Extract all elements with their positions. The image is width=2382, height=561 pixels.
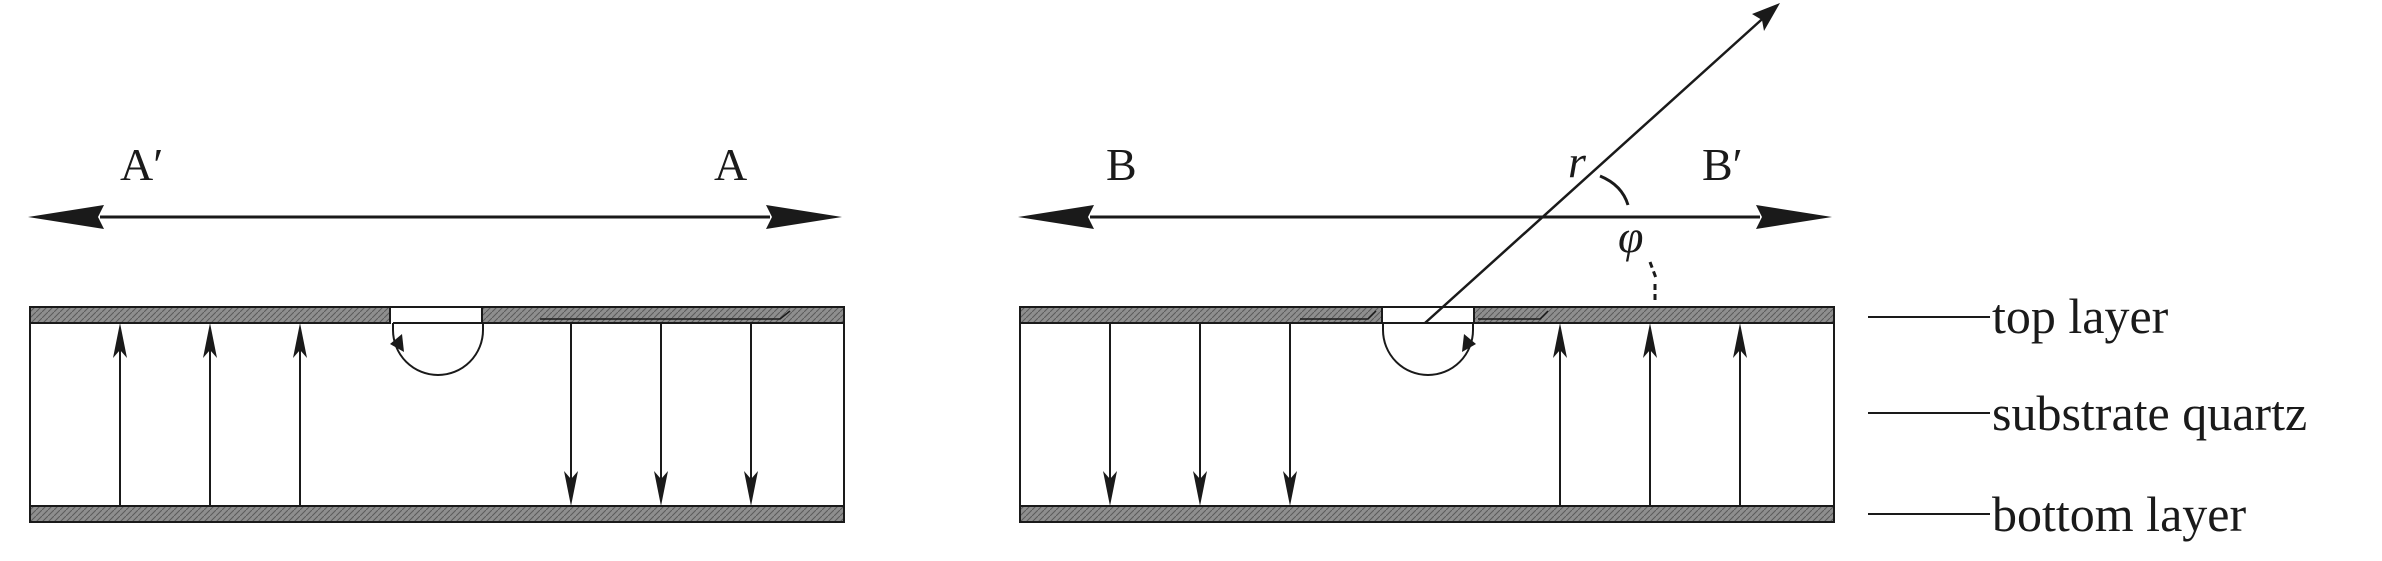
radius-symbol: r (1568, 136, 1587, 187)
label-a: A (714, 139, 747, 190)
radius-arrow (1424, 3, 1780, 324)
right-top-layer-segment-1 (1019, 306, 1383, 324)
angle-arc (1599, 174, 1630, 206)
left-upward-field-arrows (113, 323, 307, 506)
left-bottom-layer (29, 505, 845, 523)
legend-bottom-layer: bottom layer (1992, 486, 2246, 542)
left-top-layer-segment-2 (481, 306, 845, 324)
right-bottom-layer (1019, 505, 1835, 523)
right-groove (1382, 323, 1474, 376)
label-a-prime: A′ (120, 139, 163, 190)
legend-top-layer: top layer (1992, 288, 2169, 344)
left-top-layer-segment-1 (29, 306, 391, 324)
legend-substrate-quartz: substrate quartz (1992, 385, 2307, 441)
label-b: B (1106, 139, 1137, 190)
right-substrate (1019, 306, 1835, 523)
right-double-arrow (1018, 205, 1832, 229)
angle-symbol: φ (1618, 211, 1643, 262)
label-b-prime: B′ (1702, 139, 1743, 190)
layer-legend: top layer substrate quartz bottom layer (1868, 288, 2307, 542)
left-double-arrow (28, 205, 842, 229)
right-downward-field-arrows (1103, 323, 1297, 506)
left-section: A′ A (28, 139, 845, 523)
right-top-layer-segment-2 (1473, 306, 1835, 324)
left-groove (392, 323, 484, 376)
left-substrate (29, 306, 845, 523)
right-section: B B′ r φ (1018, 3, 1835, 523)
right-upward-field-arrows (1553, 323, 1747, 506)
left-downward-field-arrows (564, 323, 758, 506)
